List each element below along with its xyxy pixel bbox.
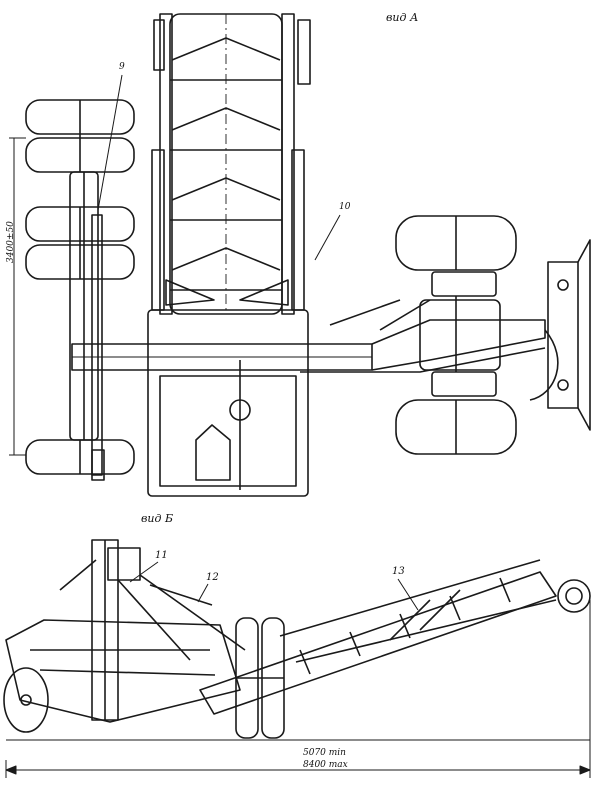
top-view [9,13,591,497]
chassis-frame [147,309,309,497]
leader-lines [97,74,419,611]
conveyor-frame [151,13,311,315]
view-b-title: вид Б [141,512,174,525]
base-frame [3,619,241,733]
left-wheels [25,99,135,475]
length-dimension [5,600,591,778]
side-view [3,539,591,778]
callout-9: 9 [119,62,125,72]
length-min-label: 5070 min [303,748,346,758]
callout-12: 12 [206,572,219,583]
callout-11: 11 [155,550,168,561]
wheelbase-dimension-label: 3400±50 [6,221,16,263]
front-wheels [395,215,517,455]
rear-axle [69,171,105,481]
length-max-label: 8400 max [303,760,348,770]
mast [59,539,246,721]
view-a-title: вид А [386,11,419,24]
callout-13: 13 [392,566,405,577]
side-wheels [235,617,285,739]
hitch-plate [529,239,591,431]
wheelbase-dimension [9,137,26,456]
callout-10: 10 [339,202,351,212]
